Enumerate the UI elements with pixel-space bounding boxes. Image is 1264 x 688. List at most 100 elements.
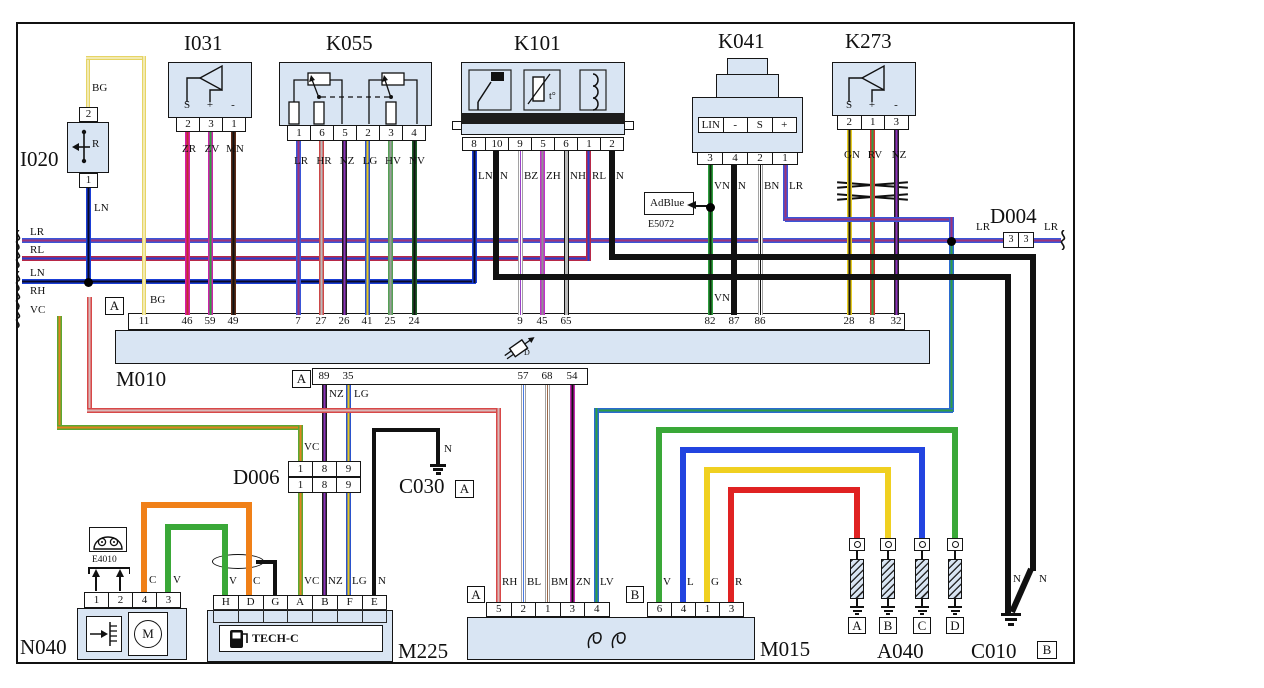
wire-segment-VN <box>707 165 713 315</box>
glow-plug-letter-box: D <box>946 617 964 634</box>
ground-icon <box>1007 623 1015 627</box>
m225-divider-cell <box>361 609 388 623</box>
diagram-frame <box>16 22 1075 664</box>
wire-segment-N <box>609 254 1036 260</box>
m010-pin-number: 7 <box>295 315 301 327</box>
pin-cell: 3 <box>199 117 223 132</box>
m010-pin-number: 28 <box>843 315 855 327</box>
m010-pin-number: 82 <box>704 315 716 327</box>
m225-divider-cell <box>312 609 338 623</box>
m010-connector-icon <box>504 337 535 360</box>
pin-cell: 3 <box>719 602 744 617</box>
terminal-cell: S <box>747 117 773 133</box>
ground-icon <box>914 606 930 609</box>
glow-plug-stem <box>887 599 889 606</box>
connector-letter-box: A <box>455 480 474 498</box>
pin-cell: 5 <box>531 137 555 151</box>
wire-segment-C <box>141 503 147 594</box>
wire-segment-G <box>885 468 891 540</box>
wire-segment-HV <box>387 141 393 315</box>
wire-label: R <box>735 576 743 588</box>
m010-bottom-pin-strip <box>312 368 588 385</box>
n040-label: N040 <box>20 635 67 659</box>
wire-label: LG <box>362 155 378 167</box>
pin-cell: 1 <box>84 592 109 608</box>
connector-cell: 3 <box>1003 232 1019 248</box>
wire-label: ZN <box>576 576 591 588</box>
m225-divider-cell <box>262 609 289 623</box>
component-m015-body <box>467 617 755 660</box>
wire-label: ZR <box>181 143 197 155</box>
wire-segment-N <box>372 428 376 597</box>
wire-label: S <box>845 99 853 111</box>
m225-divider-cell <box>336 609 363 623</box>
pin-cell: 1 <box>772 152 798 165</box>
wire-continuation-squiggle <box>15 230 21 250</box>
pin-cell: 3 <box>379 125 403 141</box>
wire-continuation-squiggle <box>15 308 21 328</box>
pin-cell: 10 <box>485 137 509 151</box>
wire-segment-HR <box>318 141 324 315</box>
ground-icon <box>919 613 925 616</box>
e4010-box <box>89 527 127 552</box>
wire-label: ZH <box>546 170 561 182</box>
c030-label: C030 <box>399 474 445 498</box>
wire-segment-BZ <box>517 151 523 315</box>
glow-plug-letter-box: C <box>913 617 931 634</box>
wire-label: N <box>378 575 386 587</box>
pin-cell: 8 <box>462 137 486 151</box>
junction-dot <box>705 202 715 212</box>
ground-icon <box>849 606 865 609</box>
glow-plug-stem <box>887 551 889 560</box>
e4010-code-label: E4010 <box>92 555 117 565</box>
ground-icon <box>917 609 927 612</box>
wire-label: HV <box>385 155 401 167</box>
wire-segment-NZ <box>893 130 899 315</box>
adblue-arrow-head <box>687 201 696 209</box>
wire-segment-V <box>656 427 958 433</box>
k055-label: K055 <box>326 31 373 55</box>
pin-cell: 2 <box>837 115 862 130</box>
e4010-bracket-end-left <box>88 567 90 574</box>
wire-segment-VC <box>57 424 302 430</box>
wire-segment-RH <box>87 407 500 413</box>
wire-label: NZ <box>328 575 343 587</box>
connector-cell: 1 <box>288 461 313 477</box>
k101-seal-band <box>461 113 625 124</box>
pin-cell: 3 <box>884 115 909 130</box>
i020-sensor-icon <box>72 129 90 164</box>
wire-segment-MN <box>230 132 236 315</box>
pin-cell: 1 <box>695 602 720 617</box>
wire-label: BG <box>150 294 166 306</box>
e4010-arrow-head-2 <box>115 569 124 577</box>
wire-continuation-squiggle <box>15 289 21 309</box>
k041-label: K041 <box>718 29 765 53</box>
wire-segment-LN <box>85 188 91 283</box>
junction-dot <box>83 277 93 287</box>
m010-pin-number: 86 <box>754 315 766 327</box>
m010-pin-number: 9 <box>517 315 523 327</box>
wire-label: LG <box>352 575 367 587</box>
terminal-cell: + <box>771 117 797 133</box>
wire-segment-N <box>256 560 277 564</box>
wire-label: V <box>663 576 671 588</box>
pin-cell: 4 <box>671 602 696 617</box>
wire-segment-LN <box>471 151 477 283</box>
ground-icon <box>885 613 891 616</box>
wire-segment-NV <box>411 141 417 315</box>
connector-cell: 8 <box>312 461 337 477</box>
m010-pin-number: 59 <box>204 315 216 327</box>
glow-plug-body <box>915 559 929 599</box>
connector-letter-box: B <box>1037 641 1057 659</box>
wire-segment-N <box>1030 254 1036 571</box>
pin-cell: 4 <box>402 125 426 141</box>
wire-segment-LR <box>948 217 954 243</box>
e4010-arrow-head-1 <box>91 569 100 577</box>
d004-label: D004 <box>990 204 1037 228</box>
wire-segment-ZR <box>184 132 190 315</box>
connector-letter-box: B <box>626 586 644 603</box>
pin-cell: 5 <box>333 125 357 141</box>
k101-label: K101 <box>514 31 561 55</box>
wire-label: LN <box>94 202 109 214</box>
